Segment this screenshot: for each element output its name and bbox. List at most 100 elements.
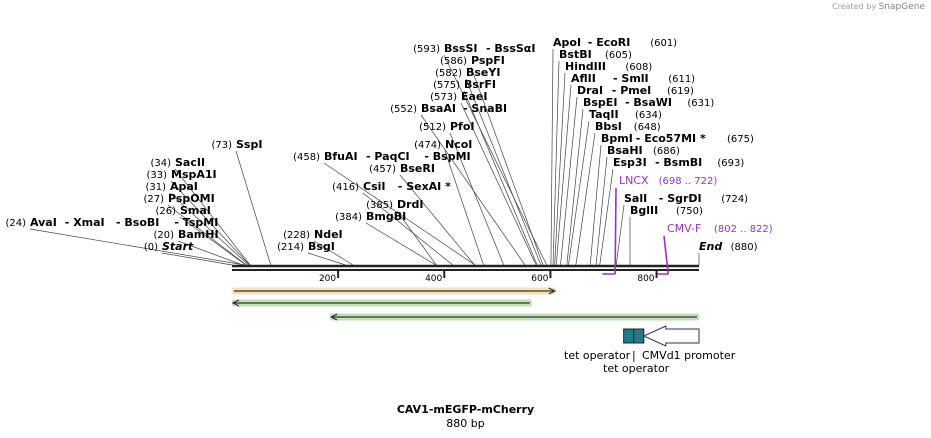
site-name: BfuAI: [324, 150, 358, 163]
site-connector: [599, 168, 614, 266]
site-position: (586): [440, 56, 467, 67]
site-name: End: [699, 240, 722, 253]
site-position: (24): [5, 218, 26, 229]
site-name: NcoI: [445, 138, 472, 151]
site-position: (474): [414, 140, 441, 151]
site-name-extra: - PaqCI: [366, 150, 410, 163]
site-name: BsrFI: [464, 78, 496, 91]
site-connector: [396, 210, 437, 266]
site-position: (648): [634, 122, 661, 133]
feature-caption-tet-operator-2: tet operator: [603, 362, 670, 375]
site-label-pspfi: (586)PspFI: [440, 54, 505, 67]
site-position: (20): [153, 230, 174, 241]
site-position: (457): [369, 164, 396, 175]
site-label-ncoi: (474) NcoI: [414, 138, 472, 151]
site-connector: [161, 252, 233, 266]
site-position: (31): [145, 182, 166, 193]
site-label-mspa1i: (33)MspA1I: [146, 168, 216, 181]
site-position: (33): [146, 170, 167, 181]
site-connector: [449, 132, 505, 266]
site-position: (582): [435, 68, 462, 79]
feature-caption-separator: |: [632, 349, 636, 362]
site-position: (73): [211, 140, 232, 151]
site-position: (631): [687, 98, 714, 109]
tick-label: 800: [637, 274, 654, 284]
site-name-extra: - XmaI: [65, 216, 105, 229]
site-position: (27): [143, 194, 164, 205]
site-position: (611): [668, 74, 695, 85]
site-name: BspEI: [583, 96, 617, 109]
site-position: (512): [419, 122, 446, 133]
site-label-bfuai: (458)BfuAI- PaqCI- BspMI: [293, 150, 471, 163]
primer-range: (698 .. 722): [659, 176, 718, 187]
primer-arrow-1: [657, 235, 670, 275]
site-connector: [323, 162, 476, 266]
site-name-extra: - BssSαI: [486, 42, 535, 55]
site-label-hindiii: HindIII(608): [565, 60, 652, 73]
site-connector: [560, 96, 578, 266]
site-name-extra: - EcoRI: [588, 36, 631, 49]
site-connector: [313, 240, 354, 266]
site-name-extra: - SnaBI: [463, 102, 507, 115]
site-position: (601): [650, 38, 677, 49]
site-label-sali: SalI - SgrDI (724): [624, 192, 748, 205]
site-label-bseri: (457) BseRI: [369, 162, 435, 175]
site-connector: [615, 204, 625, 266]
site-connector: [460, 102, 537, 266]
orf-tracks: [231, 287, 699, 321]
site-connector: [179, 216, 247, 266]
site-label-bstbi: BstBI(605): [559, 48, 632, 61]
site-position: (228): [283, 230, 310, 241]
site-name: BseRI: [400, 162, 435, 175]
site-position: (608): [625, 62, 652, 73]
site-name: EaeI: [461, 90, 488, 103]
site-connector: [177, 240, 243, 266]
site-lines: [29, 48, 700, 266]
site-position: (880): [731, 242, 758, 253]
site-name: ApaI: [170, 180, 198, 193]
site-name-extra: - SgrDI: [659, 192, 702, 205]
site-position: (619): [667, 86, 694, 97]
primer-range: (802 .. 822): [714, 224, 773, 235]
site-name: PfoI: [450, 120, 475, 133]
site-label-bglii: BglII(750): [630, 204, 703, 217]
site-connector: [554, 72, 566, 266]
site-name: SalI: [624, 192, 647, 205]
site-label-bmgbi: (384)BmgBI: [335, 210, 406, 223]
site-name-extra: - BsaWI: [625, 96, 672, 109]
site-label-ndei: (228)NdeI: [283, 228, 343, 241]
site-name-extra: - BsoBI: [116, 216, 159, 229]
map-title: CAV1-mEGFP-mCherry: [396, 403, 535, 416]
site-position: (458): [293, 152, 320, 163]
site-position: (214): [277, 242, 304, 253]
site-label-bpmi: BpmI- Eco57MI *(675): [601, 132, 754, 145]
site-position: (593): [413, 44, 440, 55]
site-position: (693): [717, 158, 744, 169]
site-connector: [444, 150, 484, 266]
site-label-bsaai: (552)BsaAI- SnaBI: [390, 102, 507, 115]
site-position: (724): [721, 194, 748, 205]
site-name: ApoI: [553, 36, 581, 49]
site-label-avai: (24)AvaI- XmaI- BsoBI- TspMI: [5, 216, 218, 229]
site-name-extra: - SexAI *: [398, 180, 451, 193]
site-name: BstBI: [559, 48, 592, 61]
site-connector: [420, 114, 526, 266]
site-connector: [399, 174, 475, 266]
site-connector: [365, 222, 436, 266]
site-position: (384): [335, 212, 362, 223]
site-connector: [170, 180, 250, 266]
site-label-bseyi: (582)BseYI: [435, 66, 500, 79]
site-name: SmaI: [180, 204, 211, 217]
site-label-apai: (31) ApaI: [145, 180, 197, 193]
site-position: (552): [390, 104, 417, 115]
tick-label: 600: [531, 274, 548, 284]
site-label-taqii: TaqII(634): [589, 108, 662, 121]
site-name: Start: [162, 240, 194, 253]
site-name-extra: - TspMI: [174, 216, 218, 229]
site-name: BsaHI: [607, 144, 643, 157]
site-name: DrdI: [397, 198, 424, 211]
site-connector: [463, 90, 538, 266]
feature-cmvd1-promoter: [642, 325, 700, 347]
site-connector: [443, 54, 548, 266]
